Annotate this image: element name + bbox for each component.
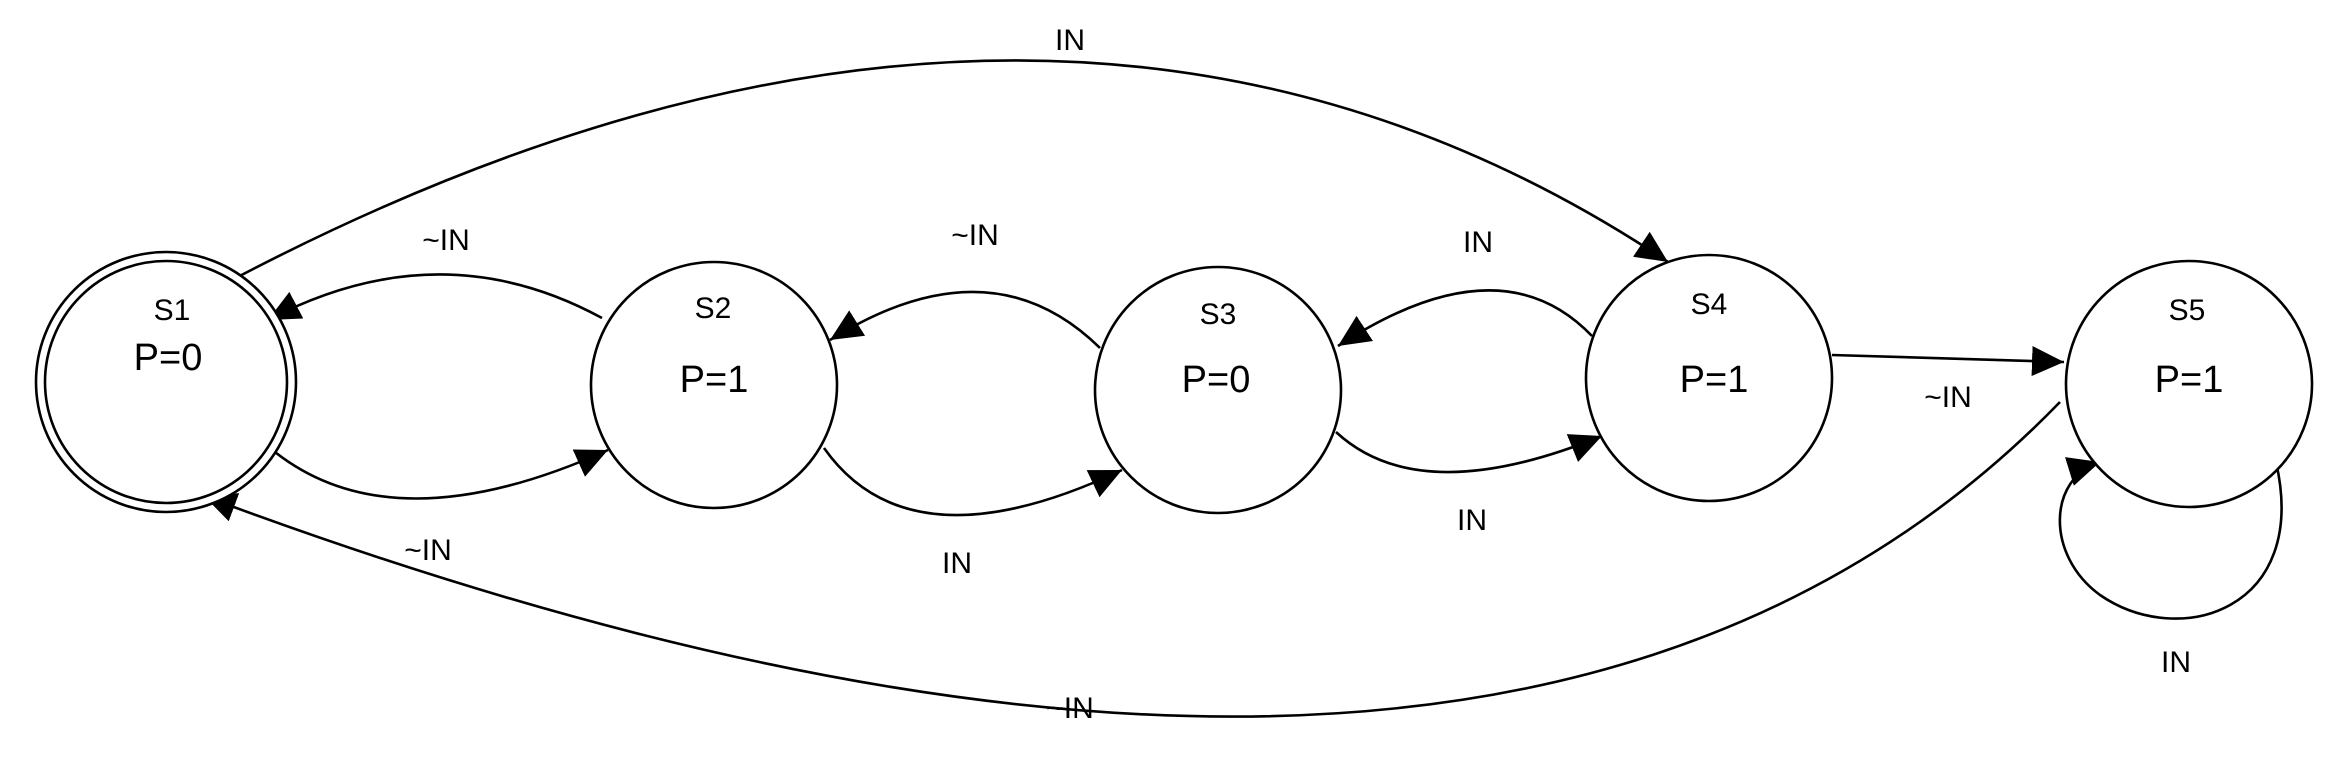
state-s4[interactable]: S4 P=1 — [1584, 253, 1834, 503]
state-s1[interactable]: S1 P=0 — [34, 250, 298, 514]
state-s5-circle — [2064, 259, 2314, 509]
transition-s4-to-s3-label: IN — [1463, 226, 1493, 259]
transition-s2-to-s3-arrow — [822, 447, 1123, 517]
transition-s1-to-s4-label: IN — [1055, 24, 1085, 57]
state-s1-name: S1 — [154, 294, 191, 327]
transition-s5-to-s1-arrow — [203, 401, 2061, 718]
transition-s1-to-s4-arrow — [231, 59, 1669, 282]
state-s5-name: S5 — [2169, 294, 2206, 327]
transitions: IN ~IN ~IN ~IN IN IN IN ~IN ~IN IN — [203, 24, 2283, 725]
state-s2-output: P=1 — [680, 359, 749, 401]
states: S1 P=0 S2 P=1 S3 P=0 S4 P=1 S5 P=1 — [34, 250, 2314, 515]
transition-s3-to-s4-arrow — [1335, 431, 1603, 474]
transition-s2-to-s3-label: IN — [942, 547, 972, 580]
transition-s4-to-s5-label: ~IN — [1924, 381, 1972, 414]
transition-s1-to-s2-label: ~IN — [404, 534, 452, 567]
transition-s2-to-s1-arrow — [267, 273, 603, 322]
state-s2-name: S2 — [695, 292, 732, 325]
state-s1-inner-ring — [43, 259, 289, 505]
state-s1-output: P=0 — [134, 337, 203, 379]
state-s3-output: P=0 — [1182, 359, 1251, 401]
state-s5[interactable]: S5 P=1 — [2064, 259, 2314, 509]
state-s4-output: P=1 — [1680, 359, 1749, 401]
state-s3[interactable]: S3 P=0 — [1093, 265, 1343, 515]
state-s2-circle — [589, 260, 839, 510]
transition-s1-to-s2-arrow — [269, 447, 609, 500]
state-s2[interactable]: S2 P=1 — [589, 260, 839, 510]
transition-s3-to-s4-label: IN — [1457, 504, 1487, 537]
transition-s2-to-s1-label: ~IN — [422, 224, 470, 257]
state-s4-circle — [1584, 253, 1834, 503]
transition-s5-self-label: IN — [2161, 646, 2191, 679]
state-s5-output: P=1 — [2155, 359, 2224, 401]
transition-s3-to-s2-label: ~IN — [951, 219, 999, 252]
state-s3-name: S3 — [1200, 298, 1237, 331]
transition-s3-to-s2-arrow — [829, 290, 1101, 349]
transition-s4-to-s3-arrow — [1337, 289, 1593, 348]
state-s3-circle — [1093, 265, 1343, 515]
transition-s5-self-arrow — [2058, 457, 2283, 620]
transition-s5-to-s1-label: ~IN — [1046, 692, 1094, 725]
transition-s4-to-s5-arrow — [1831, 346, 2065, 377]
state-s4-name: S4 — [1691, 288, 1728, 321]
